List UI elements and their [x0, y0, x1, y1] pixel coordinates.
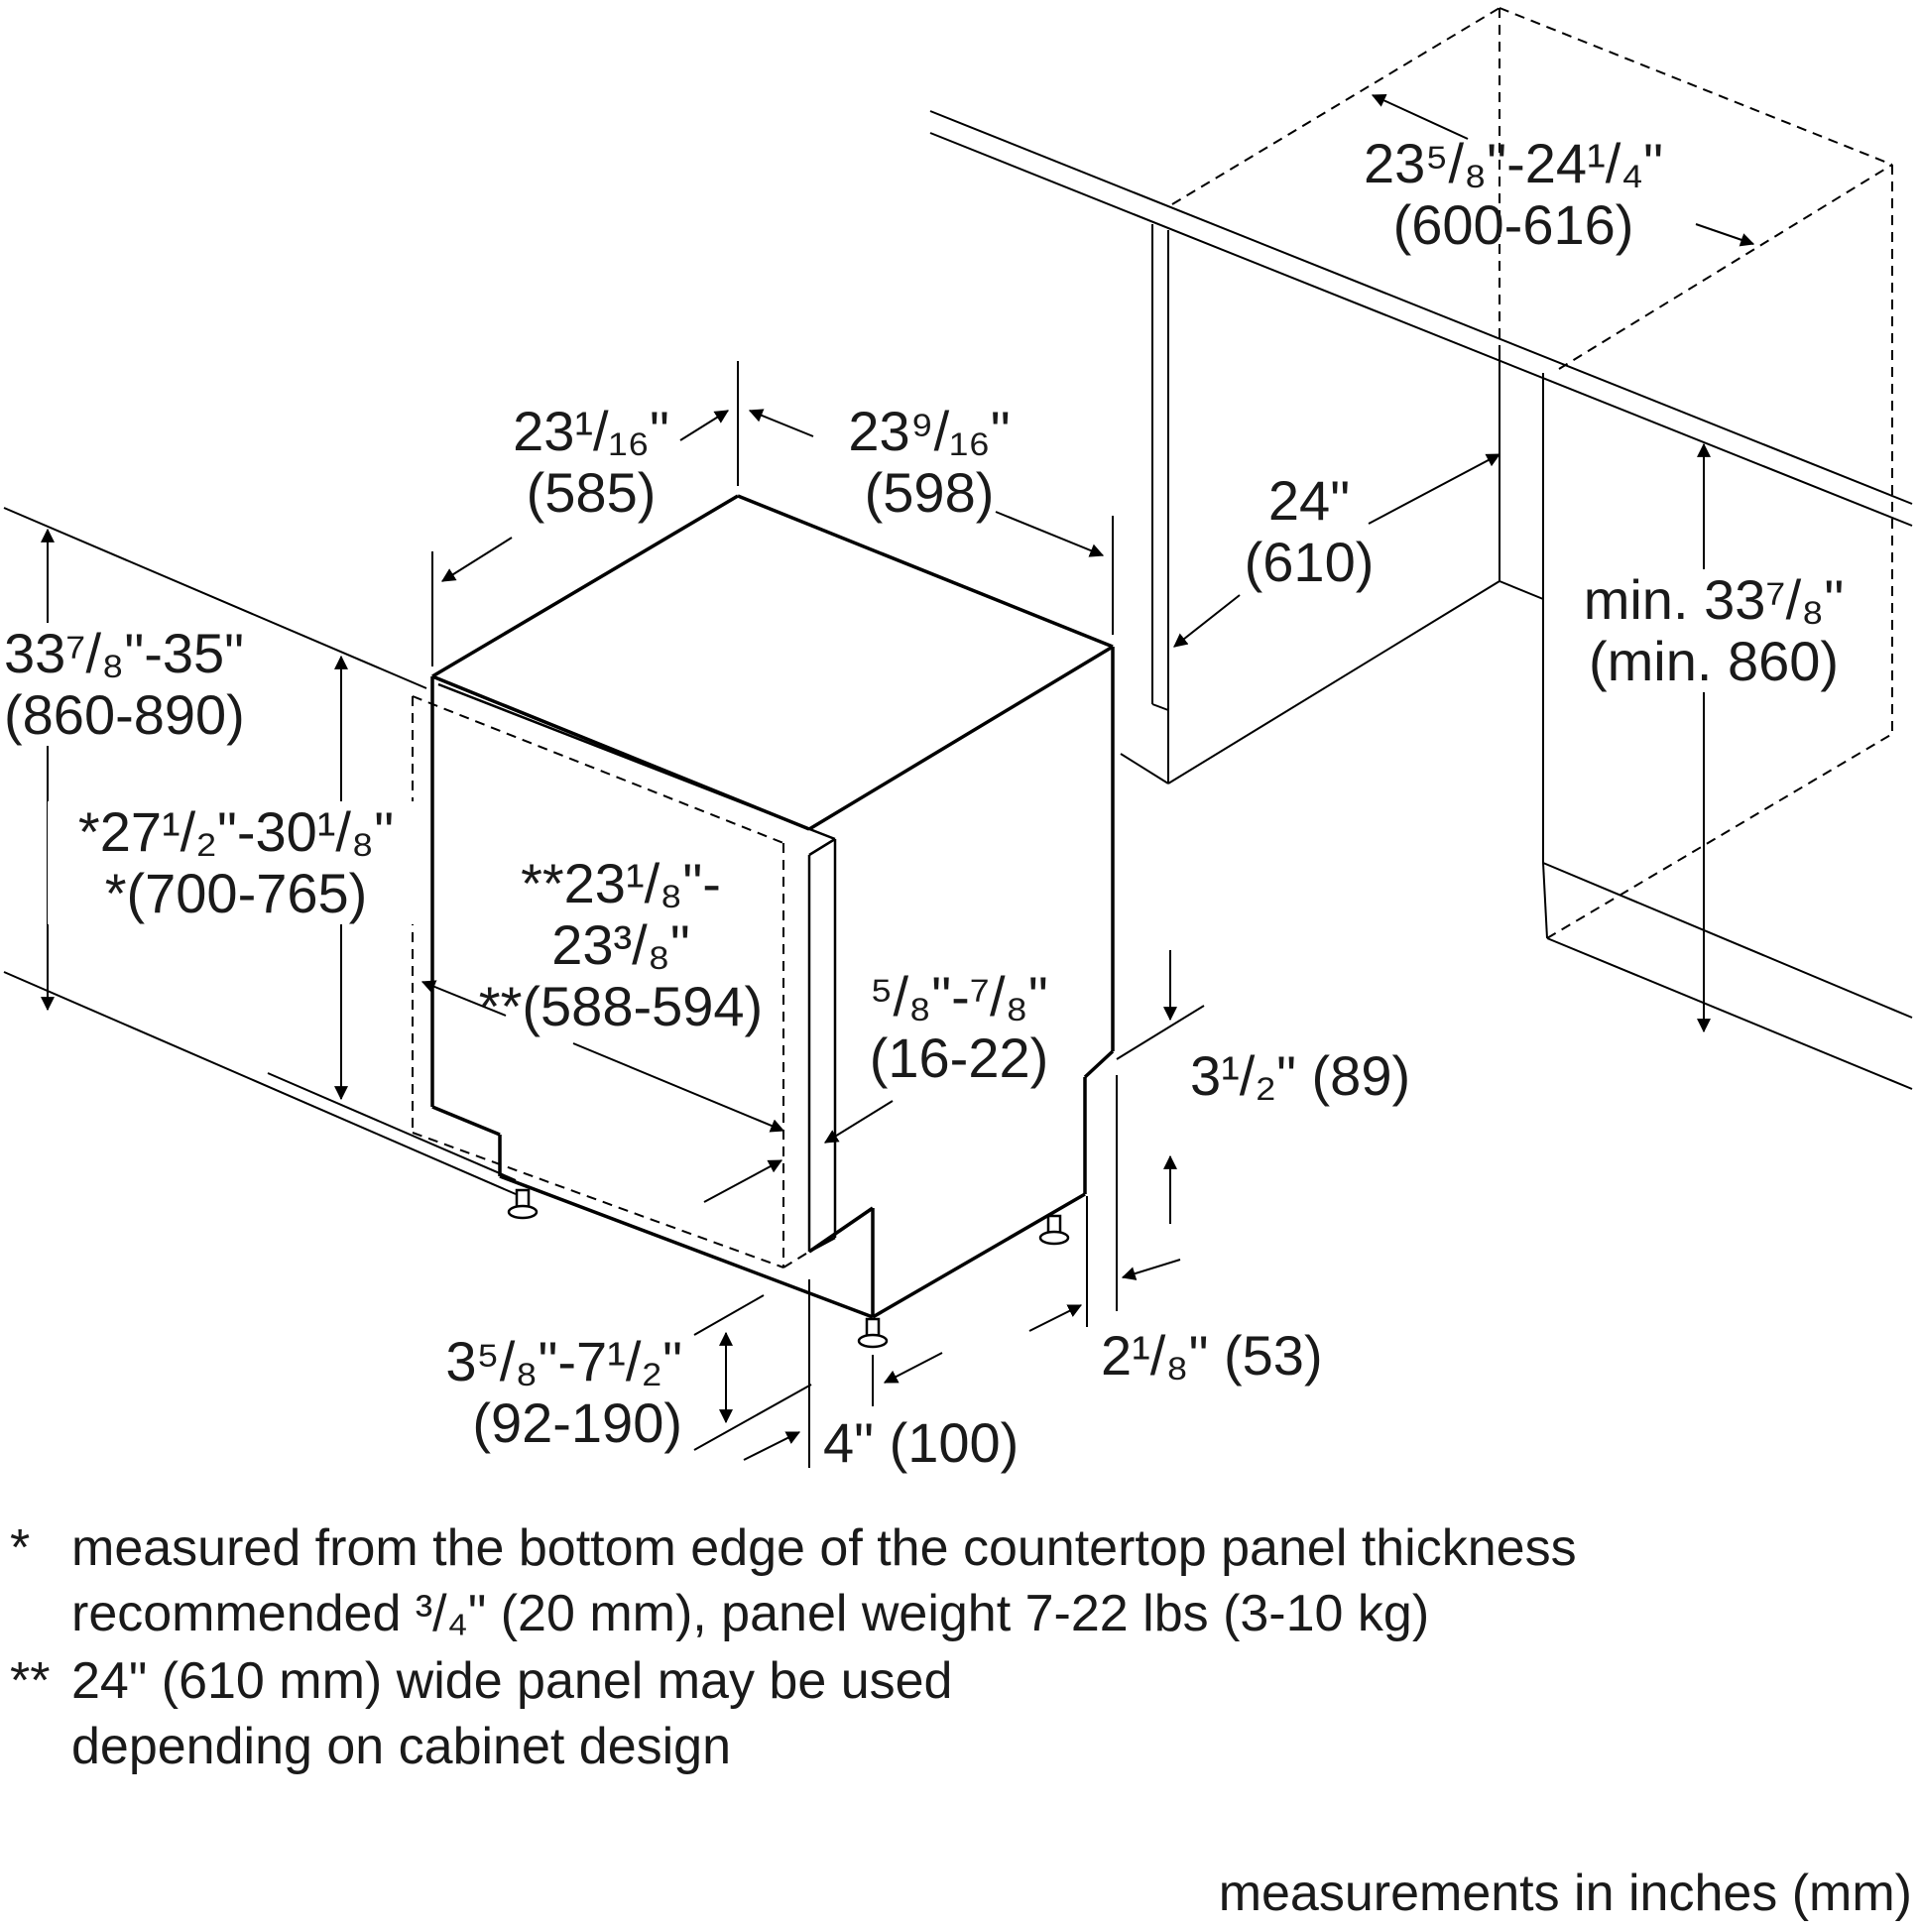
label-cabinet-depth: 24" (610) — [1230, 470, 1388, 593]
label-toe-kick-height: 3¹/₂" (89) — [1190, 1045, 1410, 1107]
footnote-line: recommended ³/₄" (20 mm), panel weight 7… — [71, 1585, 1430, 1642]
label-toe-kick-offset: 2¹/₈" (53) — [1101, 1325, 1323, 1387]
cabinet-depth-inch: 24" — [1267, 469, 1351, 532]
cabinet-outline-dashed — [1171, 7, 1893, 939]
panel-width-line2: 23³/₈" — [551, 913, 690, 976]
panel-width-mm: **(588-594) — [478, 975, 764, 1037]
label-appliance-width: 23⁹/₁₆" (598) — [825, 401, 1033, 524]
panel-thickness-mm: (16-22) — [869, 1026, 1049, 1089]
dimension-arrows — [41, 93, 1755, 1461]
cabinet-height-mm: (min. 860) — [1588, 630, 1840, 692]
countertop-lines — [3, 110, 1913, 1195]
overall-height-mm: (860-890) — [4, 683, 245, 746]
footnote-mark: * — [10, 1519, 31, 1577]
footnote-mark: ** — [10, 1652, 51, 1710]
cabinet-height-inch: min. 33⁷/₈" — [1583, 568, 1845, 631]
toe-kick-offset-text: 2¹/₈" (53) — [1101, 1324, 1323, 1387]
plinth-depth-text: 4" (100) — [823, 1411, 1020, 1474]
footnote-line: depending on cabinet design — [71, 1718, 732, 1775]
footnote-line: measured from the bottom edge of the cou… — [71, 1519, 1577, 1577]
cabinet-depth-mm: (610) — [1244, 531, 1375, 593]
plinth-height-mm: (92-190) — [472, 1391, 682, 1454]
label-appliance-depth: 23¹/₁₆" (585) — [482, 401, 700, 524]
footnote-line: 24" (610 mm) wide panel may be used — [71, 1652, 953, 1710]
appliance-width-inch: 23⁹/₁₆" — [848, 400, 1011, 462]
panel-thickness-inch: ⁵/₈"-⁷/₈" — [870, 965, 1048, 1027]
plinth-height-inch: 3⁵/₈"-7¹/₂" — [445, 1330, 682, 1392]
extension-lines — [431, 361, 1205, 1468]
cabinet-niche — [1120, 224, 1913, 1090]
label-cabinet-height: min. 33⁷/₈" (min. 860) — [1565, 569, 1862, 692]
door-panel-dashed — [412, 695, 810, 1268]
appliance-depth-inch: 23¹/₁₆" — [513, 400, 669, 462]
door-panel — [437, 682, 837, 1254]
units-note: measurements in inches (mm) — [1218, 1865, 1912, 1922]
toe-kick-height-text: 3¹/₂" (89) — [1190, 1044, 1411, 1107]
panel-height-mm: *(700-765) — [104, 862, 368, 924]
label-panel-height: *27¹/₂"-30¹/₈" *(700-765) — [48, 801, 424, 924]
footnote-single-asterisk: * measured from the bottom edge of the c… — [10, 1515, 1894, 1654]
label-plinth-height: 3⁵/₈"-7¹/₂" (92-190) — [393, 1331, 682, 1454]
label-panel-thickness: ⁵/₈"-⁷/₈" (16-22) — [845, 966, 1073, 1089]
cabinet-width-mm: (600-616) — [1392, 193, 1634, 256]
label-plinth-depth: 4" (100) — [823, 1412, 1019, 1474]
appliance-width-mm: (598) — [864, 461, 995, 524]
label-overall-height: 33⁷/₈"-35" (860-890) — [4, 623, 245, 746]
appliance-depth-mm: (585) — [526, 461, 657, 524]
label-panel-width: **23¹/₈"- 23³/₈" **(588-594) — [452, 853, 789, 1037]
cabinet-width-inch: 23⁵/₈"-24¹/₄" — [1363, 132, 1664, 194]
panel-width-line1: **23¹/₈"- — [521, 852, 721, 914]
label-cabinet-width: 23⁵/₈"-24¹/₄" (600-616) — [1345, 133, 1682, 256]
overall-height-inch: 33⁷/₈"-35" — [4, 622, 245, 684]
panel-height-inch: *27¹/₂"-30¹/₈" — [77, 800, 395, 863]
feet — [507, 1188, 1070, 1349]
footnote-double-asterisk: ** 24" (610 mm) wide panel may be used d… — [10, 1648, 1894, 1787]
